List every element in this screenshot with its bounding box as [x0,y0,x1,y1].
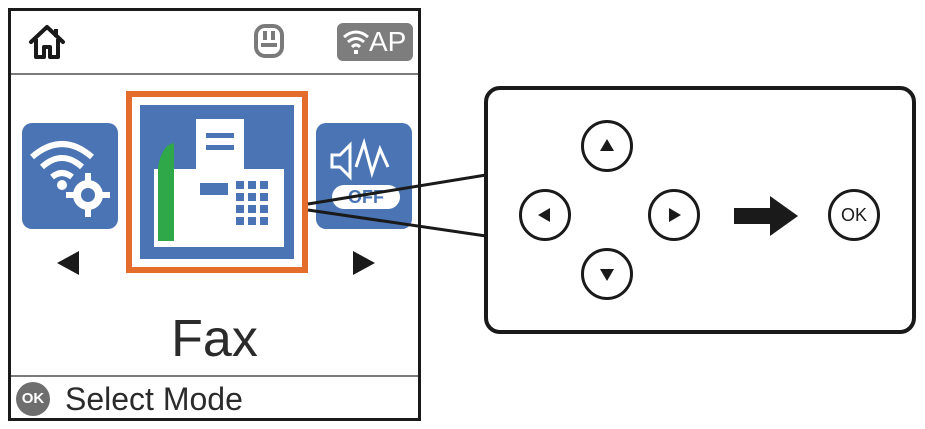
selected-mode-label: Fax [171,310,258,368]
mode-tile-wifi-settings[interactable] [22,123,118,229]
mode-tile-fax-selected[interactable] [126,91,308,273]
ok-badge-icon: OK [16,382,50,416]
printer-lcd-screen: AP [8,8,421,421]
up-arrow-icon [600,139,614,151]
carousel-right-arrow-icon[interactable] [351,249,377,277]
status-bar: AP [11,11,418,75]
fax-icon [154,119,284,247]
then-arrow-icon [732,194,802,238]
fax-tile [140,105,294,259]
wifi-ap-label: AP [369,26,407,57]
left-button[interactable] [519,189,571,241]
down-arrow-icon [600,269,614,281]
left-arrow-icon [538,208,550,222]
memory-card-icon [253,23,285,59]
ok-button-label: OK [840,205,867,225]
right-arrow-icon [669,208,681,222]
ok-button[interactable]: OK [828,189,880,241]
wifi-settings-icon [30,141,110,217]
ok-badge-label: OK [21,390,45,407]
control-panel-callout: OK [484,86,916,334]
wifi-ap-icon: AP [337,23,413,61]
down-button[interactable] [581,248,633,300]
right-button[interactable] [648,189,700,241]
home-icon[interactable] [27,23,67,61]
up-button[interactable] [581,120,633,172]
footer-hint-bar: OK Select Mode [11,375,418,420]
carousel-left-arrow-icon[interactable] [55,249,81,277]
footer-hint-text: Select Mode [65,381,243,417]
